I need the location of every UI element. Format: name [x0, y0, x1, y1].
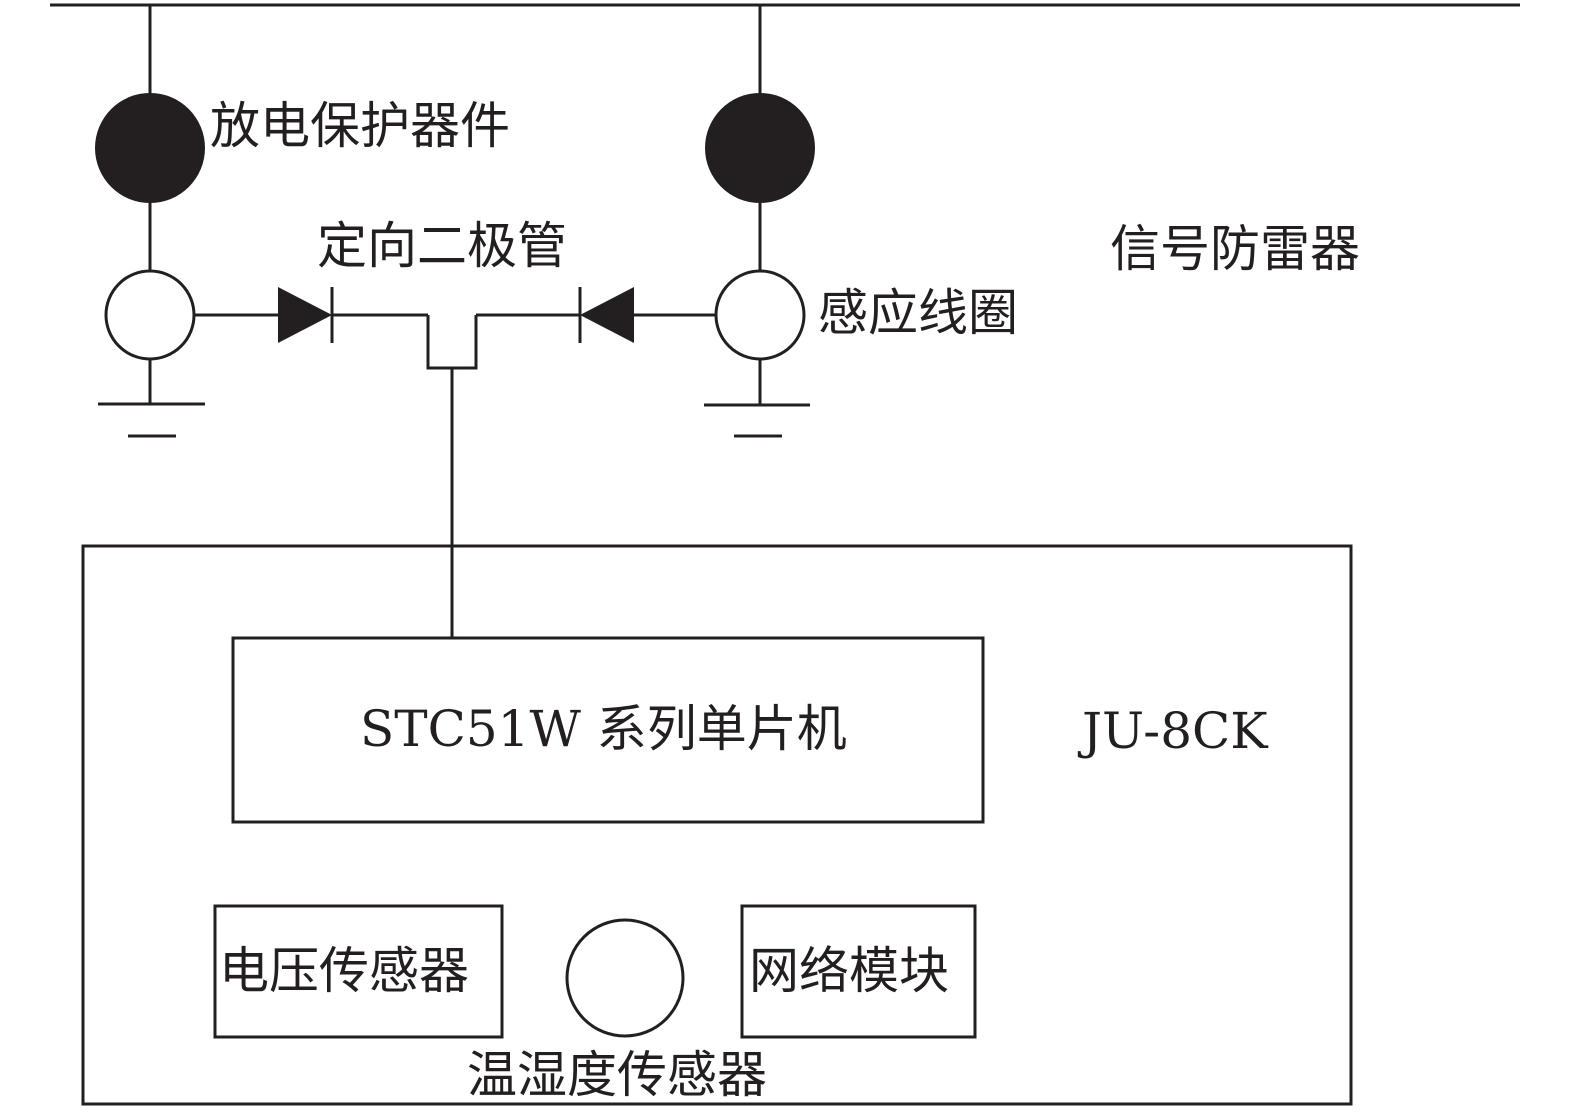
- right-discharge-device: [705, 93, 815, 203]
- left-induction-coil: [104, 269, 196, 361]
- humidity-sensor-label: 温湿度传感器: [467, 1046, 767, 1104]
- mcu-box: [231, 636, 985, 824]
- humidity-sensor-circle: [565, 918, 685, 1038]
- directional-diode-label: 定向二极管: [317, 217, 567, 275]
- network-module-box: [740, 904, 977, 1039]
- diode-junction: [426, 315, 478, 370]
- network-module-label: 网络模块: [749, 942, 949, 1000]
- ju-8ck-enclosure: [81, 544, 1353, 1106]
- mcu-label: STC51W 系列单片机: [360, 700, 847, 758]
- signal-arrester-label: 信号防雷器: [1110, 220, 1360, 278]
- discharge-device-label: 放电保护器件: [210, 97, 510, 155]
- left-discharge-device: [95, 93, 205, 203]
- voltage-sensor-box: [213, 904, 504, 1039]
- induction-coil-label: 感应线圈: [818, 284, 1018, 342]
- right-induction-coil: [714, 269, 806, 361]
- voltage-sensor-label: 电压传感器: [219, 942, 469, 1000]
- right-diode: [580, 287, 634, 343]
- model-label: JU-8CK: [1077, 702, 1269, 760]
- left-diode: [278, 287, 332, 343]
